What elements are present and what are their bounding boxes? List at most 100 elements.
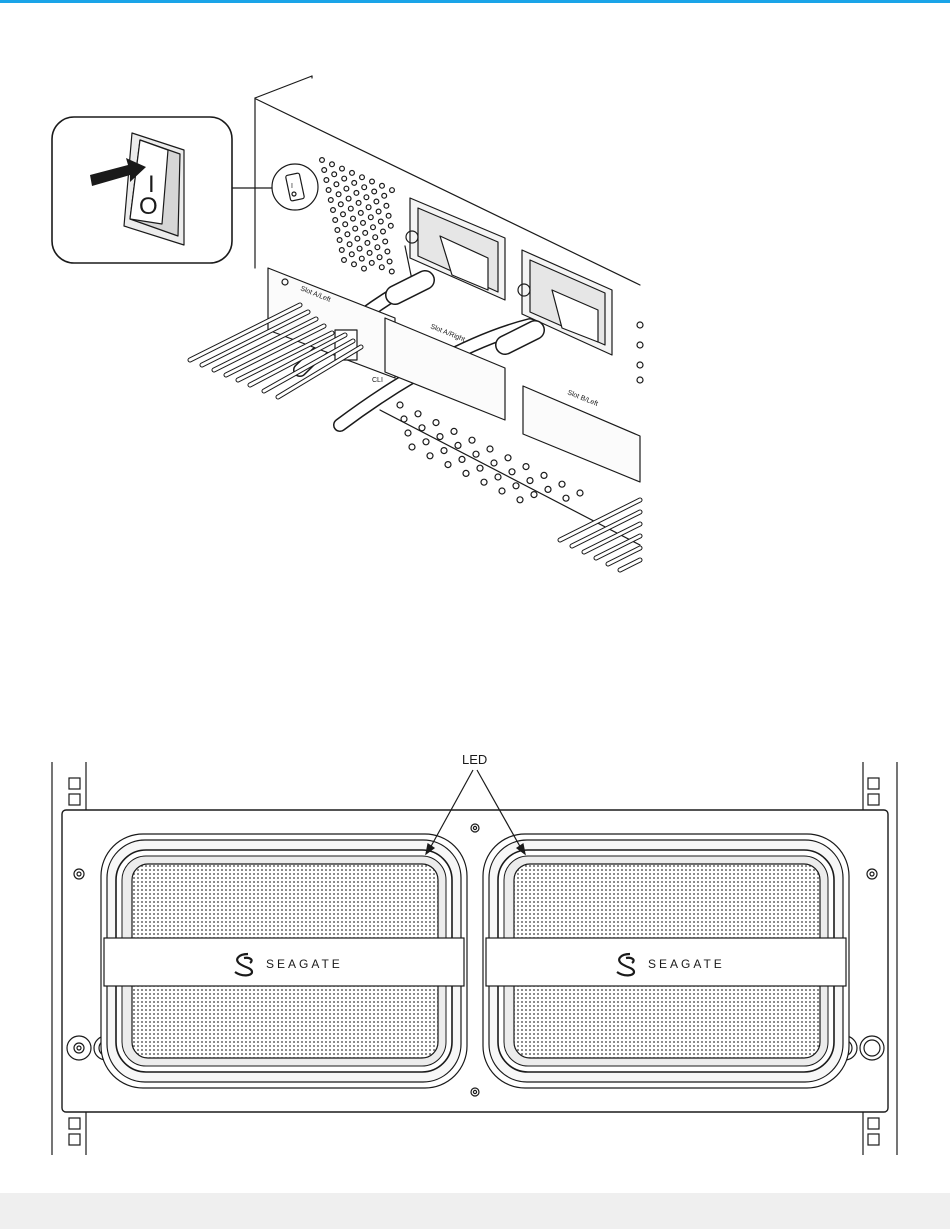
vent-hole <box>577 490 583 496</box>
vent-hole <box>383 239 388 244</box>
vent-hole <box>365 241 370 246</box>
vent-hole <box>437 434 443 440</box>
vent-hole <box>451 428 457 434</box>
vent-hole <box>344 186 349 191</box>
vent-hole <box>527 478 533 484</box>
vent-hole <box>499 488 505 494</box>
vent-hole <box>326 188 331 193</box>
vent-hole <box>441 448 447 454</box>
vent-hole <box>358 211 363 216</box>
vent-hole <box>523 464 529 470</box>
vent-hole <box>355 236 360 241</box>
front-view-illustration: SEAGATE SEAGATE LED <box>0 740 950 1160</box>
vent-hole <box>343 222 348 227</box>
vent-hole <box>371 225 376 230</box>
vent-hole <box>364 195 369 200</box>
vent-hole <box>360 175 365 180</box>
vent-hole <box>384 203 389 208</box>
vent-hole <box>378 219 383 224</box>
vent-hole <box>377 255 382 260</box>
led-callout-label: LED <box>462 752 487 767</box>
footer-band <box>0 1193 950 1229</box>
vent-hole <box>505 455 511 461</box>
vent-hole <box>545 486 551 492</box>
brand-text-left: SEAGATE <box>266 957 343 971</box>
vent-hole <box>353 226 358 231</box>
vent-hole <box>372 189 377 194</box>
switch-off-symbol: O <box>139 193 158 220</box>
vent-hole <box>487 446 493 452</box>
data-cable-fill <box>596 536 640 558</box>
vent-hole <box>381 229 386 234</box>
vent-hole <box>405 430 411 436</box>
vent-hole <box>387 259 392 264</box>
vent-hole <box>389 269 394 274</box>
vent-hole <box>463 470 469 476</box>
vent-hole <box>336 192 341 197</box>
vent-hole <box>388 223 393 228</box>
brand-text-right: SEAGATE <box>648 957 725 971</box>
vent-hole <box>368 215 373 220</box>
vent-hole <box>513 483 519 489</box>
vent-hole <box>322 168 327 173</box>
vent-hole <box>342 176 347 181</box>
vent-hole <box>359 256 364 261</box>
vent-hole <box>370 179 375 184</box>
vent-hole <box>469 437 475 443</box>
vent-hole <box>563 495 569 501</box>
vent-hole <box>332 172 337 177</box>
vent-hole <box>345 232 350 237</box>
front-view-figure: SEAGATE SEAGATE LED <box>0 740 950 1160</box>
vent-hole <box>379 265 384 270</box>
vent-hole <box>335 228 340 233</box>
vent-hole <box>509 469 515 475</box>
vent-hole <box>330 162 335 167</box>
vent-hole <box>375 245 380 250</box>
vent-hole <box>491 460 497 466</box>
vent-hole <box>351 216 356 221</box>
vent-hole <box>347 242 352 247</box>
vent-hole <box>433 420 439 426</box>
vent-hole <box>477 465 483 471</box>
vent-hole <box>559 481 565 487</box>
vent-hole <box>495 474 501 480</box>
data-cables-right <box>560 500 640 570</box>
vent-hole <box>380 183 385 188</box>
vent-hole <box>473 451 479 457</box>
vent-hole <box>357 246 362 251</box>
power-switch-small: I <box>272 164 318 210</box>
vent-hole <box>390 188 395 193</box>
vent-hole <box>367 251 372 256</box>
vent-hole <box>409 444 415 450</box>
vent-hole <box>374 199 379 204</box>
vent-hole <box>419 425 425 431</box>
power-switch-callout: I O <box>52 117 232 263</box>
rear-view-figure: I I O <box>0 0 950 600</box>
slot-label-b-left: Slot B/Left <box>566 389 599 408</box>
vent-hole <box>423 439 429 445</box>
rear-vent-holes-right <box>637 322 643 383</box>
vent-hole <box>445 462 451 468</box>
vent-hole <box>415 411 421 417</box>
svg-text:I: I <box>291 183 293 190</box>
vent-hole <box>338 202 343 207</box>
vent-hole <box>337 238 342 243</box>
io-module-b-left: Slot B/Left <box>523 386 640 482</box>
vent-hole <box>352 181 357 186</box>
vent-hole <box>362 266 367 271</box>
vent-hole <box>363 231 368 236</box>
vent-hole <box>401 416 407 422</box>
vent-hole <box>382 193 387 198</box>
vent-hole <box>354 191 359 196</box>
vent-hole <box>342 258 347 263</box>
vent-hole <box>352 262 357 267</box>
vent-hole <box>427 453 433 459</box>
vent-hole <box>350 171 355 176</box>
vent-hole <box>481 479 487 485</box>
vent-hole <box>541 472 547 478</box>
vent-hole <box>531 492 537 498</box>
vent-hole <box>366 205 371 210</box>
vent-hole <box>459 456 465 462</box>
rear-view-illustration: I I O <box>0 0 950 600</box>
vent-hole <box>385 249 390 254</box>
